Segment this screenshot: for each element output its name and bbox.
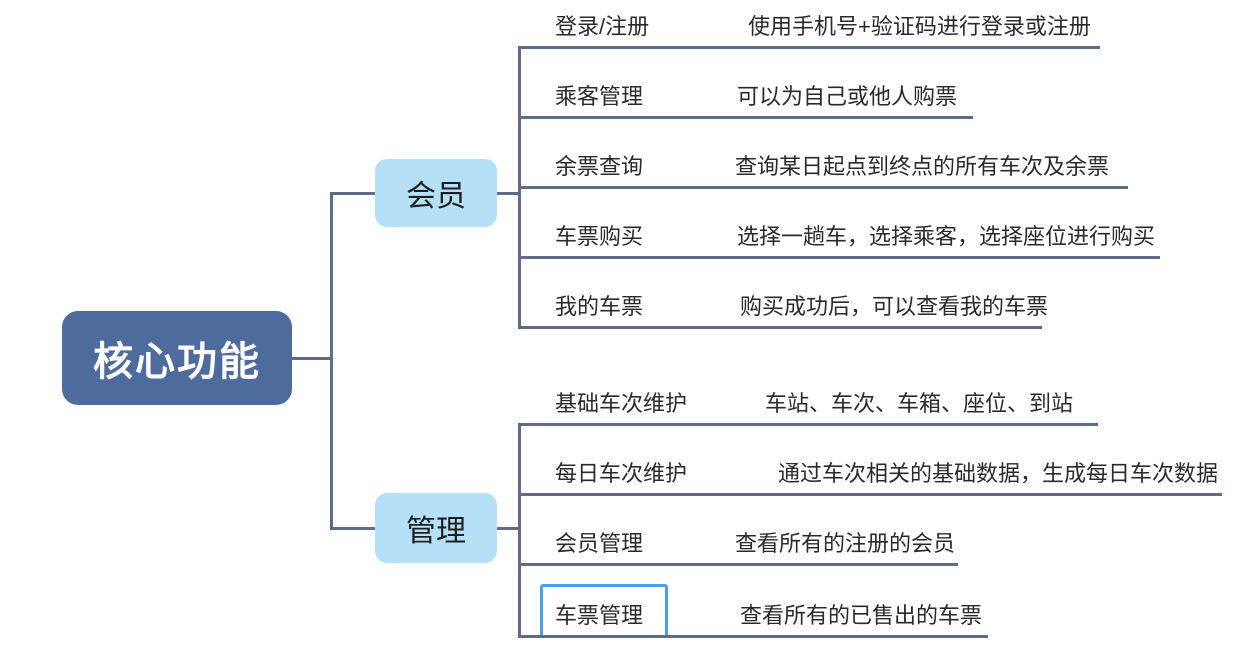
topic-desc-ticket-buy[interactable]: 选择一趟车，选择乘客，选择座位进行购买 (737, 224, 1156, 249)
topic-row-base-train: 基础车次维护 车站、车次、车箱、座位、到站 (520, 383, 1098, 426)
topic-label-ticket-buy[interactable]: 车票购买 (555, 224, 644, 249)
topic-label-daily-train[interactable]: 每日车次维护 (555, 461, 688, 486)
branch-admin-label: 管理 (406, 515, 466, 548)
root-node[interactable]: 核心功能 (62, 311, 292, 405)
topic-label-ticket-admin[interactable]: 车票管理 (555, 603, 644, 628)
topic-desc-my-tickets[interactable]: 购买成功后，可以查看我的车票 (740, 294, 1049, 319)
topic-label-member-admin[interactable]: 会员管理 (555, 531, 644, 556)
topic-row-passenger: 乘客管理 可以为自己或他人购票 (520, 76, 973, 119)
topic-row-ticket-query: 余票查询 查询某日起点到终点的所有车次及余票 (520, 146, 1128, 189)
topic-desc-login[interactable]: 使用手机号+验证码进行登录或注册 (748, 14, 1091, 39)
connector-member-vertical (518, 46, 521, 329)
topic-desc-daily-train[interactable]: 通过车次相关的基础数据，生成每日车次数据 (778, 461, 1219, 486)
topic-desc-passenger[interactable]: 可以为自己或他人购票 (737, 84, 958, 109)
topic-desc-ticket-query[interactable]: 查询某日起点到终点的所有车次及余票 (735, 154, 1110, 179)
connector-to-admin (330, 527, 377, 530)
root-node-label: 核心功能 (93, 340, 261, 384)
topic-label-my-tickets[interactable]: 我的车票 (555, 294, 644, 319)
topic-row-ticket-admin: 车票管理 查看所有的已售出的车票 (520, 595, 988, 638)
topic-label-ticket-query[interactable]: 余票查询 (555, 154, 644, 179)
connector-member-stub (497, 192, 520, 195)
connector-admin-stub (497, 527, 520, 530)
branch-node-admin[interactable]: 管理 (375, 493, 497, 563)
branch-node-member[interactable]: 会员 (375, 159, 497, 227)
topic-row-login: 登录/注册 使用手机号+验证码进行登录或注册 (520, 6, 1100, 49)
topic-desc-base-train[interactable]: 车站、车次、车箱、座位、到站 (765, 391, 1074, 416)
branch-member-label: 会员 (406, 180, 466, 213)
topic-label-passenger[interactable]: 乘客管理 (555, 84, 644, 109)
topic-row-daily-train: 每日车次维护 通过车次相关的基础数据，生成每日车次数据 (520, 453, 1222, 496)
topic-desc-ticket-admin[interactable]: 查看所有的已售出的车票 (740, 603, 983, 628)
topic-row-member-admin: 会员管理 查看所有的注册的会员 (520, 523, 958, 566)
connector-root-vertical (330, 192, 333, 530)
topic-desc-member-admin[interactable]: 查看所有的注册的会员 (735, 531, 956, 556)
connector-root-stub (292, 357, 332, 360)
connector-admin-vertical (518, 423, 521, 638)
topic-row-my-tickets: 我的车票 购买成功后，可以查看我的车票 (520, 286, 1048, 329)
connector-to-member (330, 192, 377, 195)
topic-label-login[interactable]: 登录/注册 (555, 14, 650, 39)
topic-row-ticket-buy: 车票购买 选择一趟车，选择乘客，选择座位进行购买 (520, 216, 1160, 259)
topic-label-base-train[interactable]: 基础车次维护 (555, 391, 688, 416)
